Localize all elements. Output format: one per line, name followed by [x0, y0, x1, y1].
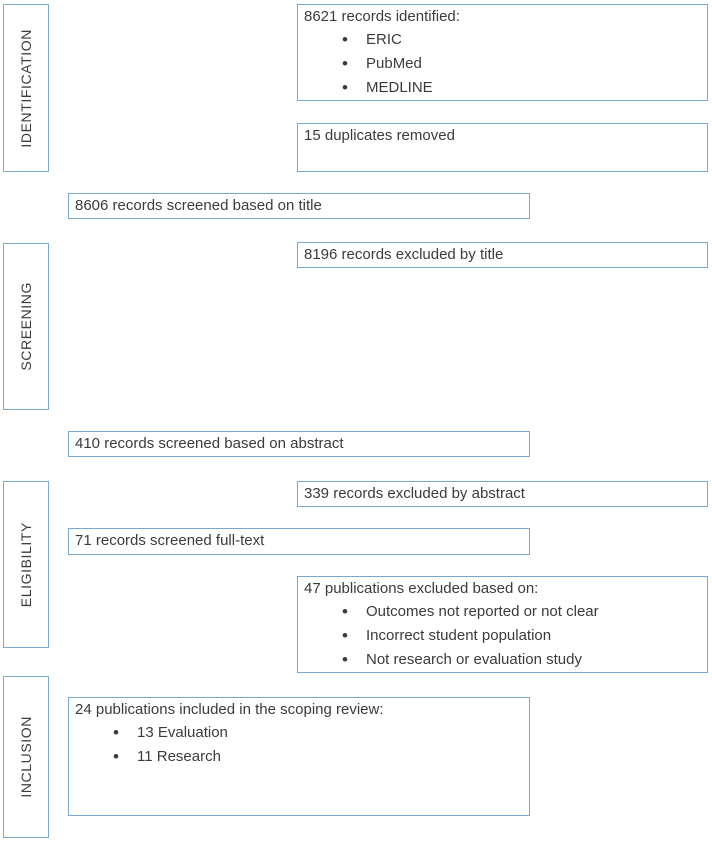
- bullet-list: Outcomes not reported or not clear Incor…: [304, 600, 701, 672]
- box-excluded-by-abstract: 339 records excluded by abstract: [297, 481, 708, 507]
- bullet-item: 11 Research: [75, 745, 523, 769]
- box-title: 8196 records excluded by title: [304, 246, 504, 263]
- stage-label-text: IDENTIFICATION: [18, 28, 34, 148]
- box-title: 339 records excluded by abstract: [304, 485, 525, 502]
- box-title: 15 duplicates removed: [304, 127, 455, 144]
- stage-label-eligibility: ELIGIBILITY: [3, 481, 49, 648]
- bullet-item: Outcomes not reported or not clear: [304, 600, 701, 624]
- bullet-item: PubMed: [304, 52, 701, 76]
- bullet-list: ERIC PubMed MEDLINE: [304, 28, 701, 100]
- stage-label-screening: SCREENING: [3, 243, 49, 410]
- box-title: 71 records screened full-text: [75, 532, 265, 549]
- stage-label-text: INCLUSION: [18, 716, 34, 798]
- box-included-in-review: 24 publications included in the scoping …: [68, 697, 530, 816]
- box-title: 24 publications included in the scoping …: [75, 701, 384, 718]
- box-screened-by-abstract: 410 records screened based on abstract: [68, 431, 530, 457]
- bullet-item: ERIC: [304, 28, 701, 52]
- box-duplicates-removed: 15 duplicates removed: [297, 123, 708, 172]
- box-records-identified: 8621 records identified: ERIC PubMed MED…: [297, 4, 708, 101]
- bullet-list: 13 Evaluation 11 Research: [75, 721, 523, 769]
- box-title: 47 publications excluded based on:: [304, 580, 539, 597]
- box-title: 410 records screened based on abstract: [75, 435, 344, 452]
- box-screened-by-title: 8606 records screened based on title: [68, 193, 530, 219]
- box-excluded-fulltext: 47 publications excluded based on: Outco…: [297, 576, 708, 673]
- stage-label-identification: IDENTIFICATION: [3, 4, 49, 172]
- bullet-item: Not research or evaluation study: [304, 648, 701, 672]
- box-excluded-by-title: 8196 records excluded by title: [297, 242, 708, 268]
- box-title: 8621 records identified:: [304, 8, 460, 25]
- stage-label-inclusion: INCLUSION: [3, 676, 49, 838]
- box-screened-fulltext: 71 records screened full-text: [68, 528, 530, 555]
- stage-label-text: SCREENING: [18, 282, 34, 371]
- bullet-item: Incorrect student population: [304, 624, 701, 648]
- box-title: 8606 records screened based on title: [75, 197, 322, 214]
- stage-label-text: ELIGIBILITY: [18, 521, 34, 608]
- bullet-item: 13 Evaluation: [75, 721, 523, 745]
- bullet-item: MEDLINE: [304, 76, 701, 100]
